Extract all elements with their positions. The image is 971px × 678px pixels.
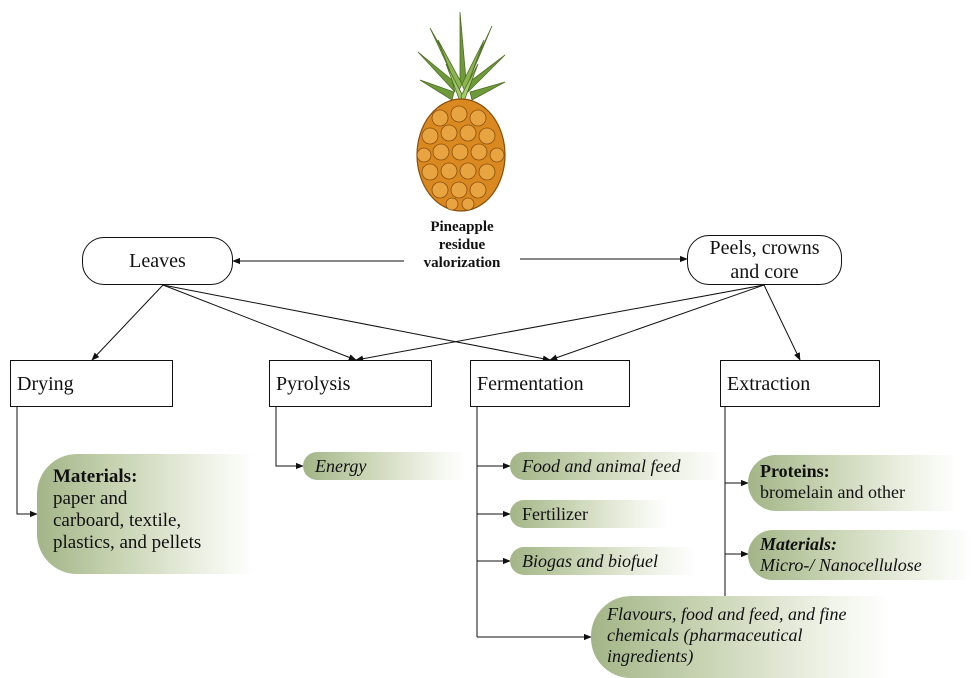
drying-label: Drying xyxy=(17,372,74,395)
energy-label: Energy xyxy=(315,455,367,476)
leaves-node: Leaves xyxy=(82,237,233,285)
flavours-line3: ingredients) xyxy=(607,646,694,667)
peels-node: Peels, crowns and core xyxy=(687,235,842,285)
extraction-label: Extraction xyxy=(727,372,811,395)
arrow-drying-to-materials xyxy=(16,407,38,518)
drying-materials-output: Materials: paper and carboard, textile, … xyxy=(37,454,255,574)
center-title: Pineapple residue valorization xyxy=(404,218,520,272)
drying-box: Drying xyxy=(10,360,173,407)
arrow-leaves-to-fermentation xyxy=(162,284,551,362)
proteins-output: Proteins: bromelain and other xyxy=(748,455,958,511)
fertilizer-label: Fertilizer xyxy=(522,503,588,524)
fertilizer-output: Fertilizer xyxy=(510,500,668,528)
pyrolysis-label: Pyrolysis xyxy=(276,372,351,395)
center-title-line3: valorization xyxy=(423,255,501,271)
extraction-materials-detail: Micro-/ Nanocellulose xyxy=(760,554,922,575)
arrow-leaves-to-pyrolysis xyxy=(162,284,357,361)
flavours-line1: Flavours, food and feed, and fine xyxy=(607,604,847,624)
pineapple-icon xyxy=(416,11,506,212)
food-feed-label: Food and animal feed xyxy=(522,455,681,476)
extraction-materials-title: Materials: xyxy=(760,534,838,554)
biogas-label: Biogas and biofuel xyxy=(522,550,658,571)
proteins-detail: bromelain and other xyxy=(760,481,905,502)
drying-materials-title: Materials: xyxy=(53,466,138,487)
extraction-materials-output: Materials: Micro-/ Nanocellulose xyxy=(748,530,971,580)
drying-materials-line1: paper and xyxy=(53,487,128,509)
fermentation-box: Fermentation xyxy=(470,360,630,407)
center-title-line1: Pineapple xyxy=(430,219,494,235)
biogas-output: Biogas and biofuel xyxy=(510,547,695,575)
food-feed-output: Food and animal feed xyxy=(510,452,722,480)
energy-output: Energy xyxy=(303,452,465,480)
proteins-title: Proteins: xyxy=(760,461,830,481)
arrow-peels-to-extraction xyxy=(763,284,801,361)
flavours-line2: chemicals (pharmaceutical xyxy=(607,625,803,646)
arrow-peels-to-fermentation xyxy=(549,284,765,361)
drying-materials-line3: plastics, and pellets xyxy=(53,531,202,553)
arrow-peels-to-pyrolysis xyxy=(355,284,765,362)
center-title-line2: residue xyxy=(438,237,486,253)
pyrolysis-box: Pyrolysis xyxy=(269,360,432,407)
fermentation-label: Fermentation xyxy=(477,372,584,395)
peels-label-line2: and core xyxy=(730,261,799,283)
leaves-label: Leaves xyxy=(129,250,186,272)
drying-materials-line2: carboard, textile, xyxy=(53,509,182,531)
peels-label-line1: Peels, crowns xyxy=(709,237,820,259)
flavours-output: Flavours, food and feed, and fine chemic… xyxy=(591,596,891,678)
extraction-box: Extraction xyxy=(720,360,880,407)
arrow-leaves-to-drying xyxy=(91,284,164,361)
arrow-pyrolysis-to-energy xyxy=(275,407,304,470)
